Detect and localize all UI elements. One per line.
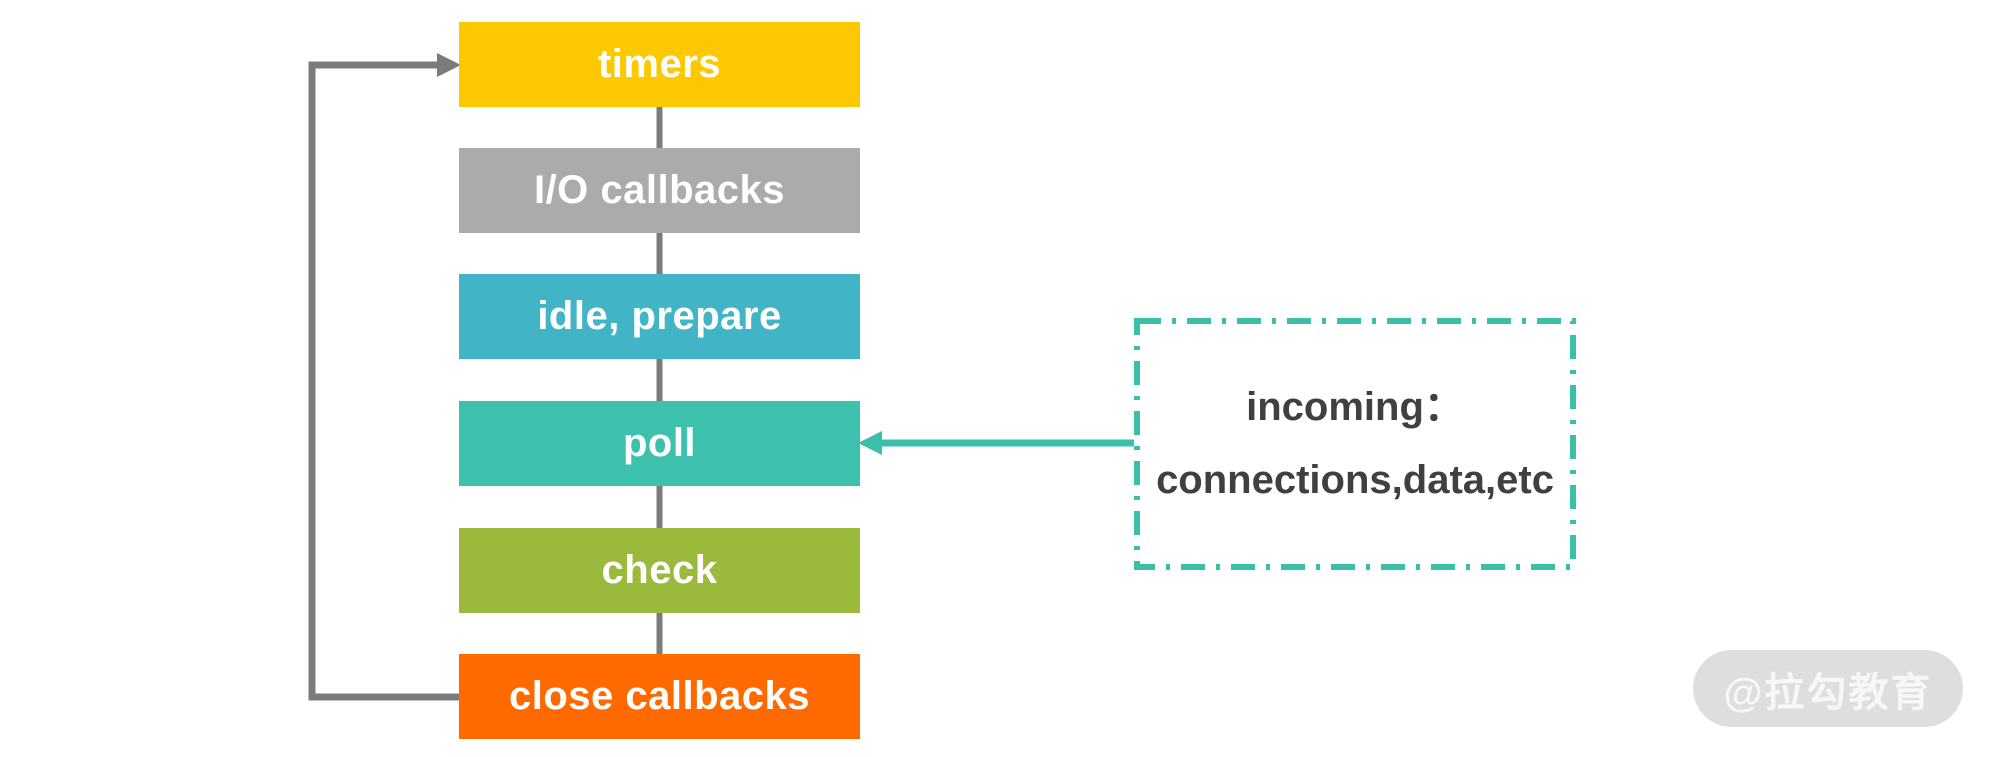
phase-idle-prepare: idle, prepare <box>459 274 860 359</box>
phase-poll: poll <box>459 401 860 486</box>
phase-io-callbacks: I/O callbacks <box>459 148 860 233</box>
watermark-badge: @拉勾教育 <box>1693 650 1963 727</box>
incoming-note-line1: incoming： <box>1246 385 1464 429</box>
phase-check: check <box>459 528 860 613</box>
incoming-note: incoming： connections,data,etc <box>1134 318 1576 570</box>
incoming-note-line2: connections,data,etc <box>1156 458 1554 502</box>
phase-timers: timers <box>459 22 860 107</box>
phase-close-callbacks: close callbacks <box>459 654 860 739</box>
incoming-arrow-head-icon <box>858 431 882 455</box>
loop-arrow-line <box>308 61 459 701</box>
watermark-text: @拉勾教育 <box>1723 670 1933 715</box>
loop-arrow-head-icon <box>437 53 461 77</box>
